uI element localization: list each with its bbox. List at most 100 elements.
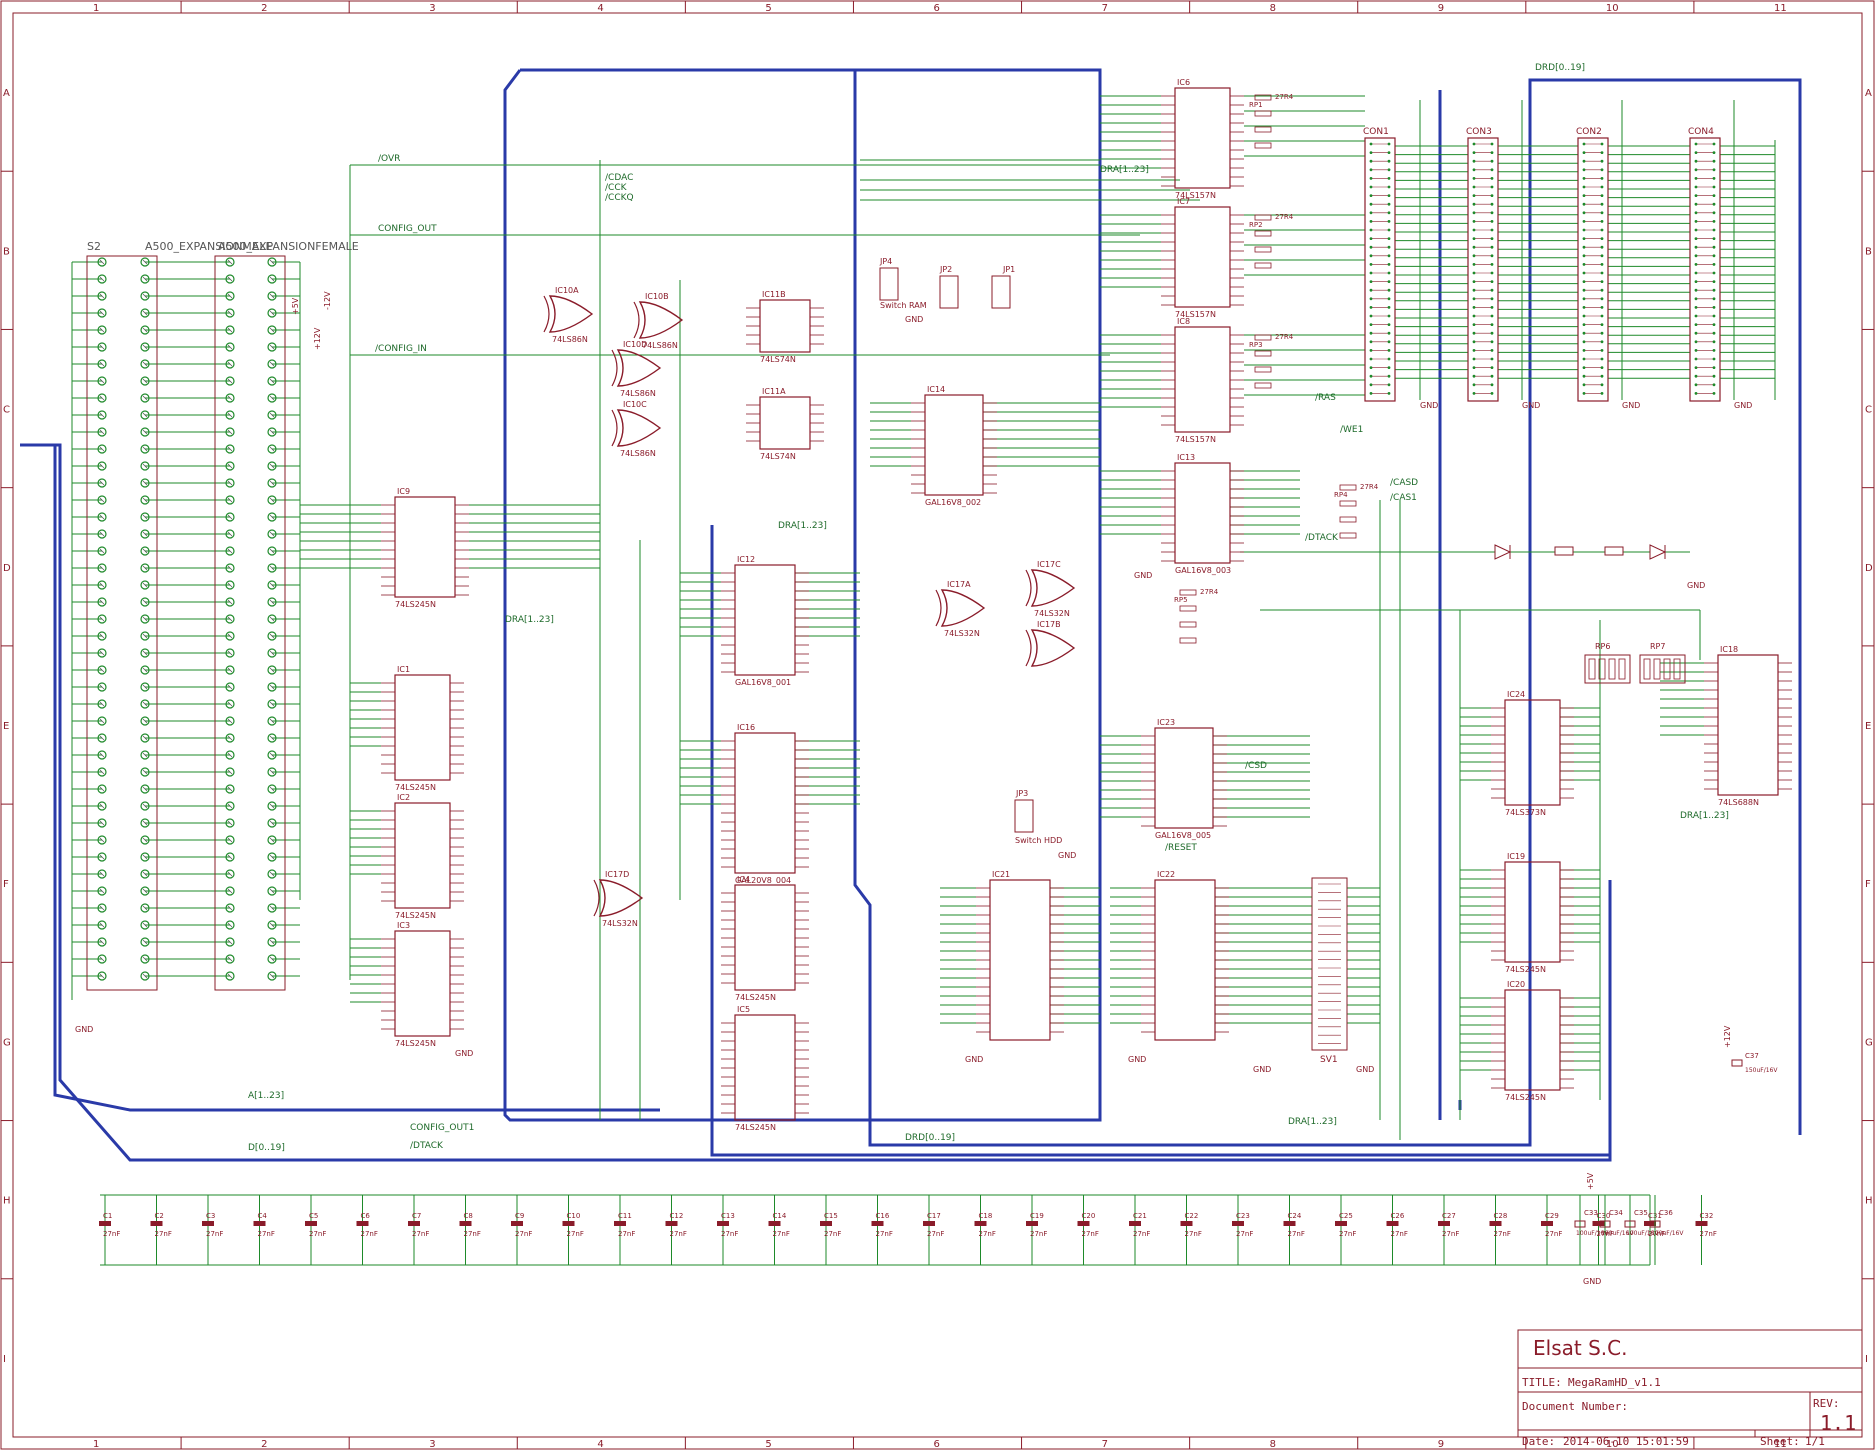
rp-ref: RP7	[1650, 642, 1665, 651]
power-symbols: GND GND GND GND GND GND GND GND GND GND …	[75, 291, 1752, 1286]
cap-value: 27nF	[1133, 1230, 1150, 1238]
net-cck: /CCK	[605, 183, 628, 193]
ic10a-part: 74LS86N	[552, 335, 588, 344]
p12v-c37: +12V	[1723, 1025, 1732, 1048]
frame-row-label: B	[3, 246, 10, 257]
cap-ref: C25	[1339, 1212, 1353, 1220]
net-dra-top: DRA[1..23]	[1100, 165, 1149, 175]
frame-row-label: C	[1865, 405, 1872, 416]
capacitor-c22: C22 27nF	[1180, 1195, 1202, 1265]
ic6-part: 74LS157N	[1175, 191, 1216, 200]
ic17d-ref: IC17D	[605, 870, 629, 879]
cap-value: 27nF	[1700, 1230, 1717, 1238]
cap-ref: C29	[1545, 1212, 1559, 1220]
cap-value: 27nF	[412, 1230, 429, 1238]
frame-column-label: 7	[1102, 1439, 1108, 1450]
frame-column-label: 4	[597, 3, 603, 14]
rp-ref: RP6	[1595, 642, 1610, 651]
frame-column-label: 3	[429, 1439, 435, 1450]
cap-value: 27nF	[721, 1230, 738, 1238]
con3-label: CON3	[1466, 127, 1492, 137]
rp-ref: RP3	[1249, 341, 1263, 349]
ic6-chip: IC6 74LS157N	[1161, 78, 1244, 200]
cap-ref: C7	[412, 1212, 421, 1220]
title-value: MegaRamHD_v1.1	[1568, 1376, 1661, 1389]
frame-row-label: D	[1865, 563, 1873, 574]
cap-ref: C13	[721, 1212, 735, 1220]
frame-row-label: E	[3, 721, 9, 732]
gnd-ic22: GND	[1128, 1055, 1146, 1064]
frame-column-label: 7	[1102, 3, 1108, 14]
frame-row-label: I	[3, 1354, 6, 1365]
ic23-part: GAL16V8_005	[1155, 831, 1211, 840]
ic6-ref: IC6	[1177, 78, 1190, 87]
net-config-in: /CONFIG_IN	[375, 344, 427, 354]
con2-connector: CON2	[1576, 127, 1609, 402]
cap-ref: C24	[1288, 1212, 1302, 1220]
net-dtack-right: /DTACK	[1305, 533, 1339, 543]
frame-row-label: C	[3, 405, 10, 416]
frame-row-label: G	[3, 1037, 11, 1048]
cap-value: 100uF/16V	[1576, 1230, 1609, 1237]
gnd-caps: GND	[1583, 1277, 1601, 1286]
ic9-ref: IC9	[397, 487, 410, 496]
sv1-label: SV1	[1320, 1055, 1338, 1065]
rp-value: 27R4	[1275, 93, 1294, 101]
ic21-ref: IC21	[992, 870, 1010, 879]
sheet-label: Sheet:	[1760, 1435, 1800, 1448]
cap-value: 27nF	[1288, 1230, 1305, 1238]
frame-row-label: A	[3, 88, 10, 99]
rp-ref: RP2	[1249, 221, 1263, 229]
gnd-ic3: GND	[455, 1049, 473, 1058]
ic3-ref: IC3	[397, 921, 410, 930]
net-reset: /RESET	[1165, 843, 1197, 853]
cap-ref: C33	[1584, 1209, 1598, 1217]
cap-ref: C22	[1185, 1212, 1199, 1220]
cap-value: 27nF	[258, 1230, 275, 1238]
frame-column-label: 8	[1270, 3, 1276, 14]
frame-column-label: 4	[597, 1439, 603, 1450]
ic18-ref: IC18	[1720, 645, 1738, 654]
rp-value: 27R4	[1360, 483, 1379, 491]
cap-ref: C17	[927, 1212, 941, 1220]
gnd-con2: GND	[1622, 401, 1640, 410]
frame-column-label: 6	[934, 1439, 940, 1450]
net-dtack-bottom: /DTACK	[410, 1141, 444, 1151]
cap-value: 27nF	[515, 1230, 532, 1238]
gnd-con1: GND	[1420, 401, 1438, 410]
cap-value: 27nF	[1185, 1230, 1202, 1238]
date-label: Date:	[1522, 1435, 1555, 1448]
ic20-ref: IC20	[1507, 980, 1525, 989]
net-dra-bottom: DRA[1..23]	[1288, 1117, 1337, 1127]
frame-column-label: 11	[1774, 1439, 1787, 1450]
ic17a-part: 74LS32N	[944, 629, 980, 638]
cap-ref: C8	[464, 1212, 473, 1220]
frame-column-label: 9	[1438, 3, 1444, 14]
ic5-part: 74LS245N	[735, 1123, 776, 1132]
cap-value: 27nF	[1494, 1230, 1511, 1238]
